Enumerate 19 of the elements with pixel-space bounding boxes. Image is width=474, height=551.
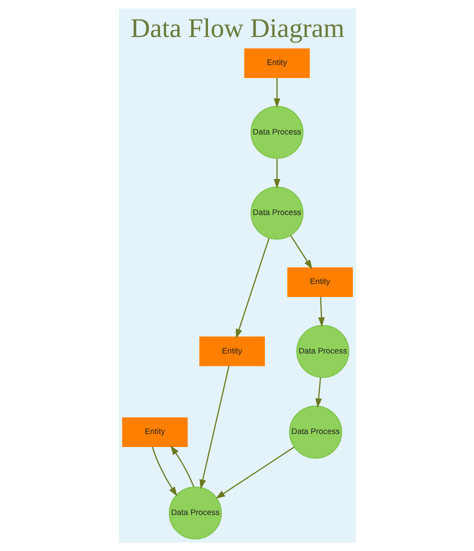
- node-circle: Data Process: [250, 186, 303, 240]
- arrow: [290, 235, 312, 270]
- arrow: [170, 445, 194, 487]
- node-circle: Data Process: [296, 324, 349, 378]
- arrow: [273, 158, 280, 189]
- arrow: [215, 446, 294, 499]
- arrow: [314, 378, 322, 408]
- node-box: Entity: [122, 417, 188, 447]
- arrow: [151, 446, 177, 496]
- node-box: Entity: [286, 267, 352, 298]
- node-circle: Data Process: [250, 106, 303, 159]
- arrow: [318, 296, 324, 327]
- node-box: Entity: [198, 336, 264, 366]
- node-circle: Data Process: [288, 406, 342, 459]
- node-box: Entity: [244, 48, 310, 78]
- arrow: [198, 366, 230, 490]
- arrow: [273, 78, 280, 108]
- diagram-title: Data Flow Diagram: [130, 13, 344, 44]
- arrow: [235, 238, 270, 339]
